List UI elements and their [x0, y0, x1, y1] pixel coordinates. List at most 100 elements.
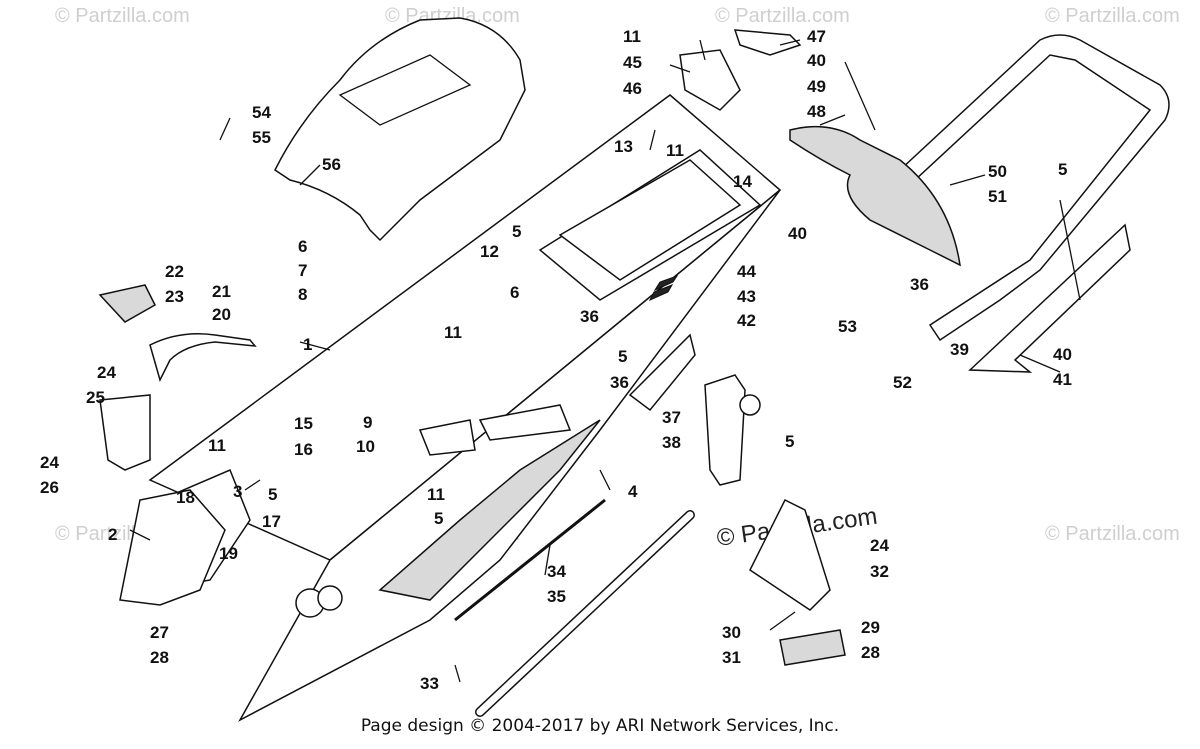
callout-53[interactable]: 53	[838, 317, 857, 336]
callout-42[interactable]: 42	[737, 311, 756, 330]
callout-21[interactable]: 21	[212, 282, 231, 301]
callout-28[interactable]: 28	[861, 643, 880, 662]
callout-31[interactable]: 31	[722, 648, 741, 667]
callout-55[interactable]: 55	[252, 128, 271, 147]
callout-5[interactable]: 5	[785, 432, 794, 451]
callout-8[interactable]: 8	[298, 285, 307, 304]
front-bracket	[119, 489, 226, 606]
callout-7[interactable]: 7	[298, 261, 307, 280]
rear-rack	[898, 34, 1170, 342]
side-panel	[628, 333, 696, 412]
callout-34[interactable]: 34	[547, 562, 566, 581]
callout-50[interactable]: 50	[988, 162, 1007, 181]
callout-44[interactable]: 44	[737, 262, 756, 281]
callout-38[interactable]: 38	[662, 433, 681, 452]
callout-5[interactable]: 5	[434, 509, 443, 528]
callout-11[interactable]: 11	[666, 141, 684, 160]
callout-3[interactable]: 3	[233, 482, 242, 501]
callout-51[interactable]: 51	[988, 187, 1007, 206]
callout-5[interactable]: 5	[512, 222, 521, 241]
callout-49[interactable]: 49	[807, 77, 826, 96]
callout-26[interactable]: 26	[40, 478, 59, 497]
callout-4[interactable]: 4	[628, 482, 638, 501]
grab-handle	[149, 333, 257, 383]
callout-1[interactable]: 1	[303, 335, 312, 354]
callout-37[interactable]: 37	[662, 408, 681, 427]
washer	[739, 394, 761, 416]
callout-24[interactable]: 24	[97, 363, 116, 382]
cross-shaft-inner	[476, 511, 694, 716]
callout-20[interactable]: 20	[212, 305, 231, 324]
seat	[274, 17, 526, 242]
callout-5[interactable]: 5	[618, 347, 627, 366]
callout-48[interactable]: 48	[807, 102, 826, 121]
callout-10[interactable]: 10	[356, 437, 375, 456]
watermark-text: © Partzilla.com	[715, 5, 850, 27]
callout-22[interactable]: 22	[165, 262, 184, 281]
callout-46[interactable]: 46	[623, 79, 642, 98]
callout-33[interactable]: 33	[420, 674, 439, 693]
callout-36[interactable]: 36	[580, 307, 599, 326]
watermark-text: © Partzilla.com	[55, 5, 190, 27]
callout-43[interactable]: 43	[737, 287, 756, 306]
callout-40[interactable]: 40	[807, 51, 826, 70]
callout-45[interactable]: 45	[623, 53, 642, 72]
callout-5[interactable]: 5	[1058, 160, 1067, 179]
callout-39[interactable]: 39	[950, 340, 969, 359]
tunnel-assembly	[128, 94, 782, 722]
callout-15[interactable]: 15	[294, 414, 313, 433]
callout-52[interactable]: 52	[893, 373, 912, 392]
callout-35[interactable]: 35	[547, 587, 566, 606]
callout-11[interactable]: 11	[208, 436, 226, 455]
callouts: 1 2 3 4 5 5 5 5 5 5 6 6 7 8 9 10 11 11 1…	[40, 27, 1072, 693]
callout-25[interactable]: 25	[86, 388, 105, 407]
callout-54[interactable]: 54	[252, 103, 271, 122]
callout-40[interactable]: 40	[1053, 345, 1072, 364]
callout-36[interactable]: 36	[610, 373, 629, 392]
callout-14[interactable]: 14	[733, 172, 752, 191]
callout-32[interactable]: 32	[870, 562, 889, 581]
snow-flap	[968, 223, 1131, 373]
rear-support	[704, 374, 746, 486]
rod	[454, 498, 606, 622]
callout-12[interactable]: 12	[480, 242, 499, 261]
callout-18[interactable]: 18	[176, 488, 195, 507]
callout-27[interactable]: 27	[150, 623, 169, 642]
callout-13[interactable]: 13	[614, 137, 633, 156]
watermark-text: © Partzilla.com	[1045, 523, 1180, 545]
callout-36[interactable]: 36	[910, 275, 929, 294]
callout-41[interactable]: 41	[1053, 370, 1072, 389]
callout-28[interactable]: 28	[150, 648, 169, 667]
watermark-text: © Partzilla.com	[1045, 5, 1180, 27]
callout-11[interactable]: 11	[623, 27, 641, 46]
callout-19[interactable]: 19	[219, 544, 238, 563]
taillight-housing	[789, 125, 961, 267]
foot-plate	[749, 498, 831, 611]
latch-cover	[733, 29, 802, 56]
callout-17[interactable]: 17	[262, 512, 281, 531]
callout-9[interactable]: 9	[363, 413, 372, 432]
callout-6[interactable]: 6	[510, 283, 519, 302]
callout-5[interactable]: 5	[268, 485, 277, 504]
callout-11[interactable]: 11	[427, 485, 445, 504]
callout-47[interactable]: 47	[807, 27, 826, 46]
callout-16[interactable]: 16	[294, 440, 313, 459]
callout-11[interactable]: 11	[444, 323, 462, 342]
callout-30[interactable]: 30	[722, 623, 741, 642]
callout-6[interactable]: 6	[298, 237, 307, 256]
callout-24[interactable]: 24	[870, 536, 889, 555]
latch-bracket	[679, 49, 741, 111]
callout-23[interactable]: 23	[165, 287, 184, 306]
footer-copyright: Page design © 2004-2017 by ARI Network S…	[360, 716, 840, 736]
callout-40[interactable]: 40	[788, 224, 807, 243]
foot-cup	[779, 629, 846, 666]
leader-lines	[129, 39, 1081, 683]
cover-plate	[98, 284, 156, 323]
callout-56[interactable]: 56	[322, 155, 341, 174]
side-bracket	[99, 394, 151, 471]
callout-24[interactable]: 24	[40, 453, 59, 472]
callout-29[interactable]: 29	[861, 618, 880, 637]
callout-2[interactable]: 2	[108, 525, 117, 544]
